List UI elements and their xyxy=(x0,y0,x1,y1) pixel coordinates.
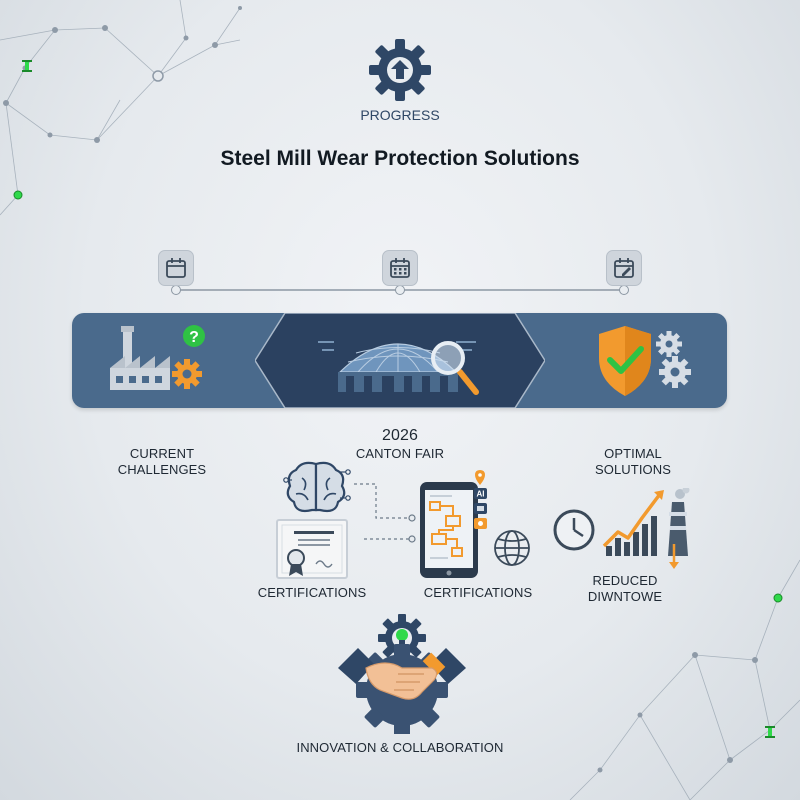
year-label: 2026 xyxy=(382,427,418,444)
certifications-label: CERTIFICATIONS xyxy=(257,585,367,600)
svg-text:AI: AI xyxy=(477,490,485,499)
page-title: Steel Mill Wear Protection Solutions xyxy=(220,147,580,170)
brand-label: PROGRESS xyxy=(360,107,440,123)
reduced-downtime-label: REDUCED DIWNTOWE xyxy=(587,573,663,604)
timeline-dot xyxy=(619,285,629,295)
handshake-gear-icon xyxy=(338,614,466,734)
svg-text:?: ? xyxy=(189,329,199,346)
calendar-icon xyxy=(158,250,194,286)
connector-lines xyxy=(354,483,416,543)
downtime-chart-icon xyxy=(553,488,690,569)
timeline-dot xyxy=(171,285,181,295)
calendar-edit-icon xyxy=(606,250,642,286)
timeline-dot xyxy=(395,285,405,295)
calendar-grid-icon xyxy=(382,250,418,286)
tablet-flowchart-icon: AI xyxy=(420,470,487,578)
brain-circuit-icon xyxy=(283,461,351,513)
shield-gears-icon xyxy=(599,326,691,396)
factory-icon: ? xyxy=(110,325,205,390)
gear-upload-icon xyxy=(369,39,431,101)
canton-fair-label: CANTON FAIR xyxy=(355,446,445,461)
current-challenges-label: CURRENT CHALLENGES xyxy=(117,446,207,477)
globe-icon xyxy=(494,530,530,566)
stadium-search-icon xyxy=(318,341,479,395)
certifications-label: CERTIFICATIONS xyxy=(423,585,533,600)
innovation-collaboration-label: INNOVATION & COLLABORATION xyxy=(296,740,504,755)
certificate-icon xyxy=(276,519,348,579)
optimal-solutions-label: OPTIMAL SOLUTIONS xyxy=(594,446,672,477)
